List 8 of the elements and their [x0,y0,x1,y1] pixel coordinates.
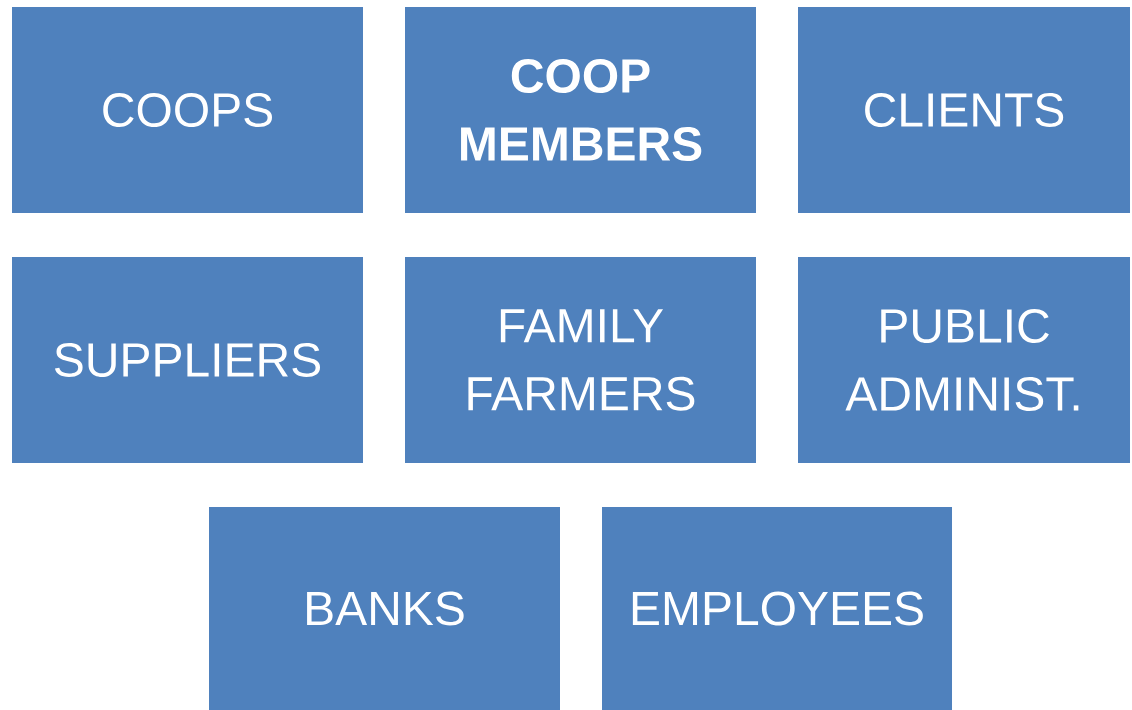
category-box: FAMILY FARMERS [405,257,756,463]
category-box: EMPLOYEES [602,507,952,710]
category-box: CLIENTS [798,7,1130,213]
category-box: PUBLIC ADMINIST. [798,257,1130,463]
category-box: SUPPLIERS [12,257,363,463]
category-box: BANKS [209,507,560,710]
category-box: COOP MEMBERS [405,7,756,213]
category-box: COOPS [12,7,363,213]
